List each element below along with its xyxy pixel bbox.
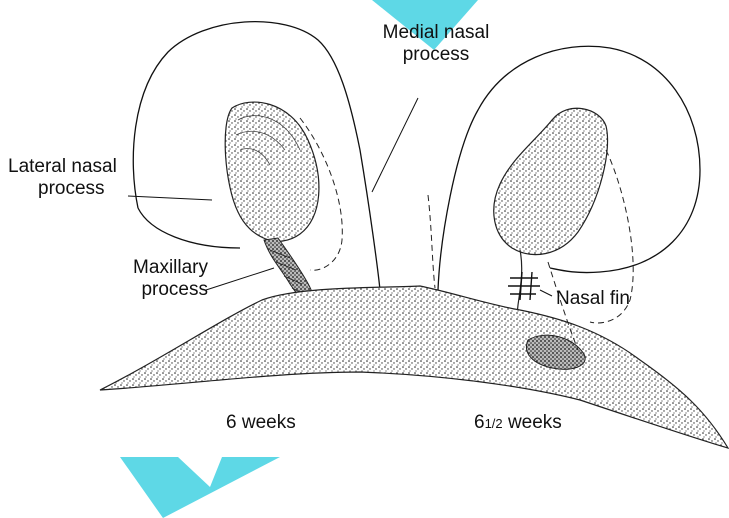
label-age-main: 6 [474, 412, 485, 433]
watermark-chevron-bottom [120, 457, 280, 518]
nasal-fin-marks [508, 272, 540, 300]
label-age-6-half-weeks: 61/2 weeks [474, 412, 562, 435]
label-maxillary-line1: Maxillary [104, 257, 208, 279]
label-age-unit: weeks [508, 412, 562, 433]
label-medial-nasal: Medial nasal process [356, 22, 516, 66]
label-maxillary: Maxillary process [104, 257, 208, 301]
label-medial-nasal-line2: process [356, 44, 516, 66]
leader-nasal-fin [540, 290, 552, 296]
label-age-fraction: 1/2 [485, 416, 503, 431]
label-lateral-nasal-line1: Lateral nasal [8, 156, 117, 178]
label-lateral-nasal: Lateral nasal process [8, 156, 117, 200]
left-head-lower-outline [138, 208, 240, 248]
label-nasal-fin: Nasal fin [556, 288, 630, 310]
leader-lateral [128, 196, 212, 200]
label-age-6-weeks: 6 weeks [226, 412, 296, 434]
label-medial-nasal-line1: Medial nasal [356, 22, 516, 44]
leader-medial-left [372, 98, 418, 192]
palate-shelf [100, 286, 728, 448]
medial-dashed-right [428, 195, 435, 288]
right-nasal-pit [494, 108, 608, 254]
label-maxillary-line2: process [104, 279, 208, 301]
left-nasal-pit [225, 102, 319, 241]
label-lateral-nasal-line2: process [8, 178, 117, 200]
leader-maxillary [206, 268, 274, 290]
